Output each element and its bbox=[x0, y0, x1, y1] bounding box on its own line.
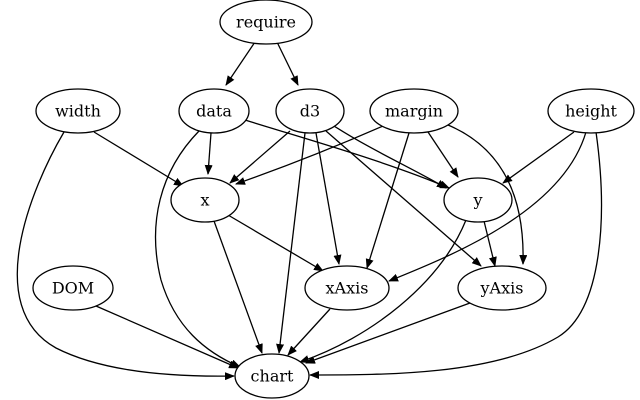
node-width[interactable]: width bbox=[35, 88, 121, 134]
edge-data-to-chart bbox=[154, 130, 241, 368]
edge-width-to-chart bbox=[16, 131, 235, 381]
node-x[interactable]: x bbox=[170, 177, 240, 223]
edge-d3-to-x bbox=[229, 130, 291, 184]
node-require[interactable]: require bbox=[219, 0, 313, 45]
edge-d3-to-y bbox=[333, 125, 447, 189]
node-label-xaxis: xAxis bbox=[326, 279, 369, 298]
node-label-x: x bbox=[200, 191, 209, 210]
edges-layer bbox=[16, 41, 603, 381]
node-label-height: height bbox=[565, 102, 617, 121]
edge-xaxis-to-chart bbox=[287, 308, 331, 356]
node-label-require: require bbox=[236, 13, 296, 32]
edge-d3-to-xaxis bbox=[315, 132, 342, 265]
nodes-layer: require width data d3 margin height x bbox=[32, 0, 635, 399]
edge-require-to-data bbox=[225, 41, 256, 86]
node-label-d3: d3 bbox=[300, 102, 320, 121]
node-yaxis[interactable]: yAxis bbox=[457, 265, 547, 311]
edge-yaxis-to-chart bbox=[305, 302, 471, 364]
edge-width-to-x bbox=[93, 131, 184, 187]
node-label-yaxis: yAxis bbox=[480, 279, 524, 298]
edge-x-to-chart bbox=[213, 220, 263, 354]
edge-margin-to-xaxis bbox=[365, 132, 410, 269]
node-label-data: data bbox=[196, 102, 232, 121]
node-label-chart: chart bbox=[251, 367, 294, 386]
edge-data-to-x bbox=[204, 132, 213, 175]
node-chart[interactable]: chart bbox=[234, 353, 310, 399]
edge-margin-to-x bbox=[235, 125, 384, 185]
node-label-margin: margin bbox=[385, 102, 443, 121]
edge-height-to-y bbox=[502, 131, 575, 184]
node-y[interactable]: y bbox=[443, 177, 513, 223]
node-xaxis[interactable]: xAxis bbox=[304, 265, 390, 311]
edge-y-to-yaxis bbox=[483, 220, 497, 267]
node-label-y: y bbox=[472, 191, 482, 210]
node-data[interactable]: data bbox=[178, 88, 250, 134]
edge-d3-to-chart bbox=[276, 132, 306, 354]
edge-require-to-d3 bbox=[276, 41, 299, 86]
edge-dom-to-chart bbox=[95, 305, 239, 369]
edge-height-to-chart bbox=[309, 131, 603, 379]
edge-margin-to-y bbox=[427, 131, 459, 178]
node-height[interactable]: height bbox=[547, 88, 635, 134]
edge-data-to-y bbox=[244, 119, 450, 189]
node-dom[interactable]: DOM bbox=[32, 265, 114, 311]
edge-y-to-chart bbox=[299, 219, 467, 363]
node-label-width: width bbox=[55, 102, 101, 121]
node-d3[interactable]: d3 bbox=[275, 88, 345, 134]
node-label-dom: DOM bbox=[52, 279, 94, 298]
node-margin[interactable]: margin bbox=[369, 88, 459, 134]
edge-d3-to-yaxis bbox=[325, 130, 482, 267]
edge-x-to-xaxis bbox=[227, 214, 324, 272]
edge-height-to-xaxis bbox=[388, 131, 587, 282]
